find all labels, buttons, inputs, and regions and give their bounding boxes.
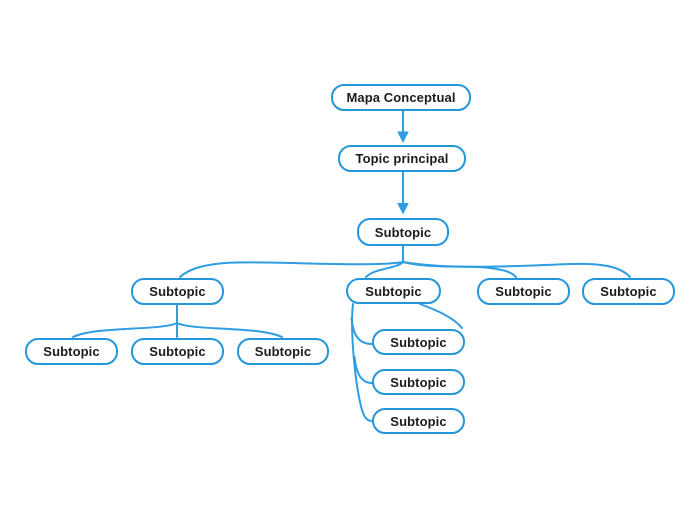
node-label: Subtopic (365, 283, 422, 299)
node-branch2-child-2[interactable]: Subtopic (372, 369, 465, 395)
node-label: Mapa Conceptual (346, 90, 456, 105)
connector-branch2-right-to-child-1 (419, 303, 463, 329)
node-branch2-child-1[interactable]: Subtopic (372, 329, 465, 355)
node-branch1-child-1[interactable]: Subtopic (25, 338, 118, 365)
node-branch-3[interactable]: Subtopic (477, 278, 570, 305)
node-branch1-child-2[interactable]: Subtopic (131, 338, 224, 365)
connector-to-branch-4 (402, 261, 631, 278)
node-label: Subtopic (390, 374, 447, 390)
node-label: Subtopic (374, 224, 432, 240)
connector-to-branch-3 (402, 261, 517, 278)
node-label: Subtopic (390, 413, 447, 429)
node-main-topic[interactable]: Topic principal (338, 145, 466, 172)
connector-branch1-to-child-1 (72, 322, 178, 338)
node-label: Topic principal (355, 151, 449, 166)
connector-to-branch-2 (365, 261, 404, 278)
node-root[interactable]: Mapa Conceptual (331, 84, 471, 111)
connector-branch1-to-child-3 (176, 322, 283, 338)
node-central-subtopic[interactable]: Subtopic (357, 218, 449, 246)
connector-branch2-trunk (351, 303, 373, 422)
connector-branch2-to-child-1 (350, 317, 373, 345)
node-label: Subtopic (390, 334, 447, 350)
node-branch2-child-3[interactable]: Subtopic (372, 408, 465, 434)
node-label: Subtopic (149, 284, 206, 299)
node-label: Subtopic (149, 344, 206, 359)
node-branch-2[interactable]: Subtopic (346, 278, 441, 304)
node-branch1-child-3[interactable]: Subtopic (237, 338, 329, 365)
node-branch-4[interactable]: Subtopic (582, 278, 675, 305)
connector-to-branch-1 (179, 261, 404, 278)
node-branch-1[interactable]: Subtopic (131, 278, 224, 305)
node-label: Subtopic (495, 284, 552, 299)
arrow-down-icon (397, 131, 409, 143)
node-label: Subtopic (254, 344, 312, 359)
node-label: Subtopic (43, 344, 100, 359)
connector-branch2-to-child-2 (353, 356, 373, 384)
arrow-down-icon (397, 203, 409, 215)
node-label: Subtopic (600, 284, 657, 299)
